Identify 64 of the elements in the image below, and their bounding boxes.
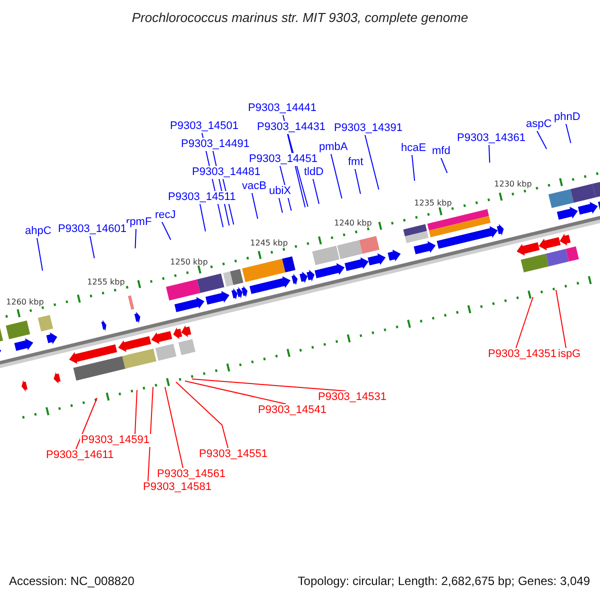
gene-label: P9303_14491 xyxy=(180,138,251,151)
gene-label: fmt xyxy=(347,156,364,169)
leader-line xyxy=(556,290,566,348)
gene-label: P9303_14441 xyxy=(247,102,318,115)
gene-label: P9303_14511 xyxy=(167,191,237,204)
gene-label: ahpC xyxy=(24,225,52,238)
gene-label: P9303_14351 xyxy=(487,348,558,361)
leader-line xyxy=(412,154,416,182)
gene-label: P9303_14591 xyxy=(80,434,151,447)
leader-line xyxy=(200,204,206,232)
gene-label: P9303_14391 xyxy=(333,122,404,135)
scale-label: 1245 kbp xyxy=(250,238,288,248)
gene-label: tldD xyxy=(303,166,325,179)
scale-label: 1230 kbp xyxy=(494,180,532,189)
leader-line xyxy=(192,378,346,392)
gene-label: P9303_14431 xyxy=(256,121,327,134)
gene-label: P9303_14611 xyxy=(45,449,115,462)
genome-summary: Topology: circular; Length: 2,682,675 bp; Genes: 3,049 xyxy=(298,574,590,588)
leader-line xyxy=(176,382,228,448)
leader-line xyxy=(184,380,286,404)
scale-label: 1255 kbp xyxy=(87,278,125,287)
gene-label: P9303_14561 xyxy=(156,468,227,481)
gene-label: P9303_14601 xyxy=(57,223,128,236)
leader-line xyxy=(566,124,572,144)
leader-line xyxy=(252,192,258,220)
gene-label: aspC xyxy=(525,118,553,131)
gene-label: P9303_14451 xyxy=(248,153,319,166)
gene-label: P9303_14361 xyxy=(456,132,527,145)
leader-line xyxy=(134,390,138,434)
leader-line xyxy=(330,154,342,199)
leader-line xyxy=(440,158,448,174)
scale-label: 1235 kbp xyxy=(414,198,452,208)
gene-label: P9303_14551 xyxy=(198,448,269,461)
gene-label: rpmF xyxy=(125,216,153,229)
leader-line xyxy=(76,398,98,450)
scale-label: 1250 kbp xyxy=(170,258,208,267)
gene-label: recJ xyxy=(154,209,177,222)
gene-label: P9303_14581 xyxy=(142,481,213,494)
scale-label: 1240 kbp xyxy=(334,218,372,228)
leader-line xyxy=(162,222,172,240)
leader-line xyxy=(36,238,44,272)
gene-label: P9303_14541 xyxy=(257,404,328,417)
leader-line xyxy=(90,236,95,259)
scale-label: 1260 kbp xyxy=(6,297,44,306)
leader-line xyxy=(488,144,490,164)
gene-label: P9303_14481 xyxy=(191,166,262,179)
leader-line xyxy=(364,134,380,190)
leader-line xyxy=(536,130,548,150)
gene-label: P9303_14501 xyxy=(169,120,240,133)
gene-label: pmbA xyxy=(318,141,349,154)
gene-label: ispG xyxy=(557,348,582,361)
gene-label: mfd xyxy=(431,145,452,158)
leader-line xyxy=(354,168,361,194)
leader-line xyxy=(278,198,283,214)
title: Prochlorococcus marinus str. MIT 9303, complete genome xyxy=(130,10,470,25)
leader-line xyxy=(164,386,184,468)
gene-label: vacB xyxy=(241,180,268,193)
gene-label: P9303_14531 xyxy=(317,391,388,404)
leader-line xyxy=(134,228,136,249)
leader-line xyxy=(516,296,534,348)
gene-label: phnD xyxy=(553,111,582,124)
gene-label: ubiX xyxy=(268,185,292,198)
leader-line xyxy=(312,178,320,204)
accession-label: Accession: NC_008820 xyxy=(9,574,134,588)
